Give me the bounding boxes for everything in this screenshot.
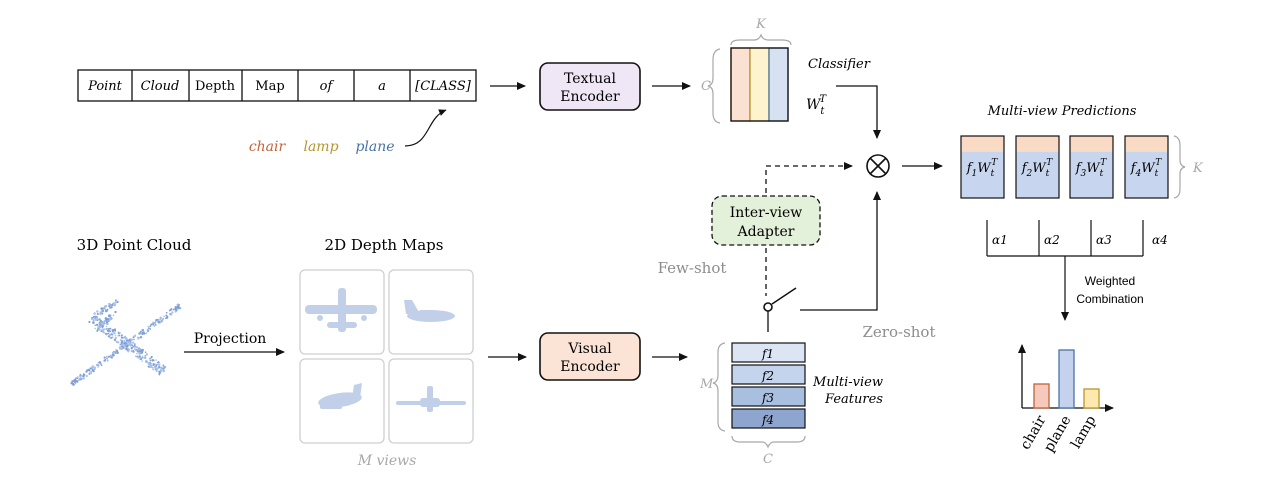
point-cloud-plane [70,299,182,386]
few-shot-label: Few-shot [658,259,727,277]
arrow-classifier-to-product [836,85,881,139]
classifier-dim-cols: K [755,17,767,32]
bar-chair [1033,383,1050,409]
classifier-column-chair [730,47,751,122]
feature-row [731,342,806,363]
arrow-zero-shot-to-product [800,191,881,311]
prediction-formula: f2WtT [1021,158,1054,179]
weighting-tree [986,220,1144,321]
prediction-view-3 [1069,135,1114,199]
inter-view-adapter-box [711,195,821,246]
class-word-lamp: lamp [303,139,338,155]
prompt-token: Depth [195,79,236,94]
prompt-token-row: Point Cloud Depth Map of a [CLASS] [77,69,477,102]
visual-encoder-box [539,332,641,381]
weighted-line2: Combination [1076,292,1143,306]
prediction-formula: f3WtT [1075,158,1108,179]
arrow-class-fill [404,109,447,147]
textual-encoder-box [539,62,641,111]
classifier-matrix [730,47,789,122]
weighted-line1: Weighted [1085,274,1135,288]
feature-label: f1 [761,347,774,361]
depth-maps-title: 2D Depth Maps [325,236,444,254]
alpha-weight: α3 [1096,233,1112,247]
prompt-token: Point [87,79,123,94]
feature-label: f2 [761,369,774,383]
prediction-formula: f4WtT [1130,158,1163,179]
classifier-label: Classifier [808,57,871,72]
class-word-plane: plane [355,139,394,155]
adapter-line2: Adapter [737,224,795,240]
adapter-line1: Inter-view [730,205,803,221]
features-dim-cols: C [763,452,773,467]
features-row-brace [712,342,726,432]
visual-encoder-line1: Visual [567,341,612,357]
classifier-symbol: WtT [806,94,827,117]
predictions-brace [1173,135,1186,199]
point-cloud-title: 3D Point Cloud [77,236,192,254]
classifier-col-brace [730,33,792,46]
switch-pivot [763,302,773,312]
feature-row [731,364,806,385]
switch-lever [771,287,797,305]
projection-label: Projection [194,331,267,347]
m-views-label: M views [357,453,417,469]
alpha-weight: α2 [1044,233,1060,247]
classifier-row-brace [707,48,721,124]
classifier-column-lamp [749,47,770,122]
bar-plane [1058,349,1075,409]
features-caption-line2: Features [824,392,883,407]
classifier-column-plane [768,47,789,122]
features-caption-line1: Multi-view [812,375,883,390]
zero-shot-label: Zero-shot [863,323,936,341]
depth-map-grid [299,269,474,444]
prompt-token: Map [255,79,284,94]
final-prediction-bars: chair plane lamp [1017,344,1114,455]
visual-encoder-line2: Encoder [560,359,620,375]
textual-encoder-line2: Encoder [560,89,620,105]
bar-label: lamp [1068,413,1099,451]
feature-row [731,408,806,429]
prediction-view-1 [960,135,1005,199]
predictions-dim: K [1192,161,1204,176]
features-col-brace [731,435,806,449]
alpha-weight: α4 [1152,233,1168,247]
feature-label: f4 [761,413,774,427]
features-dim-rows: M [699,377,714,392]
textual-encoder-line1: Textual [564,71,616,87]
predictions-title: Multi-view Predictions [987,104,1137,119]
prompt-token: Cloud [141,79,180,94]
multi-view-features: f1 f2 f3 f4 [731,342,806,429]
bar-lamp [1083,388,1100,409]
arrow-adapter-to-product [765,162,853,193]
prediction-view-2 [1015,135,1060,199]
class-word-chair: chair [249,139,287,155]
alpha-weight: α1 [992,233,1008,247]
classifier-dim-rows: C [701,79,711,94]
matmul-operator [866,154,890,178]
prediction-view-4 [1124,135,1169,199]
prediction-formula: f1WtT [966,158,999,179]
multi-view-predictions: f1WtT f2WtT f3WtT f4WtT [960,135,1169,199]
prompt-token: of [320,79,335,94]
feature-row [731,386,806,407]
prompt-token-class: [CLASS] [415,79,472,94]
feature-label: f3 [761,391,774,405]
prompt-token: a [378,79,386,94]
